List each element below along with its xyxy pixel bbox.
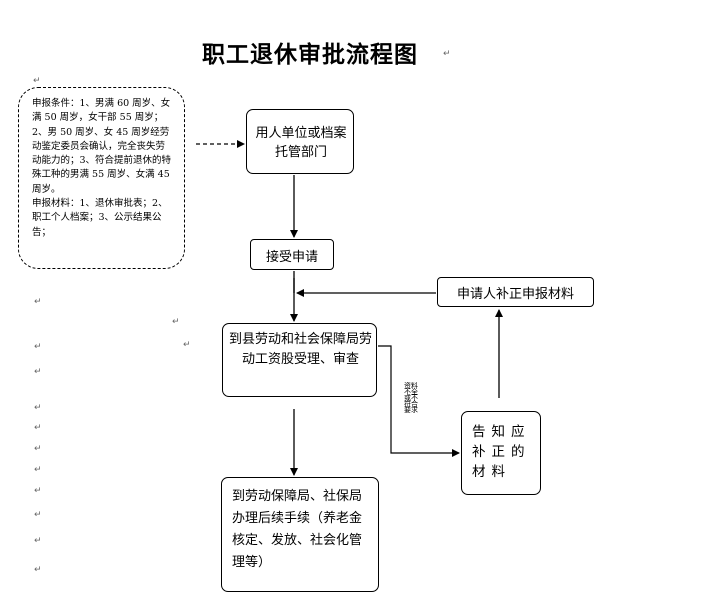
node-resubmit: 申请人补正申报材料 (437, 277, 594, 307)
edge-label-text: 资料不全或不符合要求 (404, 382, 418, 414)
edge-label: 资料不全或不符合要求 (401, 383, 421, 431)
paragraph-mark: ↵ (34, 403, 42, 413)
conditions-text: 申报条件：1、男满 60 周岁、女满 50 周岁，女干部 55 周岁；2、男 5… (32, 98, 172, 238)
node-county-bureau-label: 到县劳动和社会保障局劳动工资股受理、审查 (229, 332, 373, 367)
node-accept-label: 接受申请 (265, 250, 318, 265)
paragraph-mark: ↵ (34, 297, 42, 307)
node-unit-label: 用人单位或档案托管部门 (255, 126, 347, 160)
node-unit: 用人单位或档案托管部门 (246, 109, 354, 174)
paragraph-mark: ↵ (34, 465, 42, 475)
paragraph-mark: ↵ (34, 342, 42, 352)
paragraph-mark: ↵ (34, 536, 42, 546)
conditions-box (18, 87, 185, 269)
node-followup: 到劳动保障局、社保局办理后续手续（养老金核定、发放、社会化管理等） (221, 477, 379, 592)
node-county-bureau: 到县劳动和社会保障局劳动工资股受理、审查 (222, 323, 377, 397)
paragraph-mark: ↵ (34, 367, 42, 377)
paragraph-mark: ↵ (34, 486, 42, 496)
node-resubmit-label: 申请人补正申报材料 (456, 287, 574, 302)
paragraph-mark: ↵ (172, 317, 180, 327)
paragraph-mark: ↵ (34, 423, 42, 433)
node-accept: 接受申请 (250, 239, 334, 270)
node-notify-label: 告知应补正的材料 (472, 424, 531, 480)
arrow-bureau-to-notify (378, 345, 460, 457)
paragraph-mark: ↵ (34, 510, 42, 520)
node-notify: 告知应补正的材料 (461, 411, 541, 495)
paragraph-mark: ↵ (183, 340, 191, 350)
paragraph-mark: ↵ (34, 565, 42, 575)
paragraph-mark: ↵ (443, 49, 451, 59)
node-followup-label: 到劳动保障局、社保局办理后续手续（养老金核定、发放、社会化管理等） (232, 489, 363, 570)
paragraph-mark: ↵ (33, 76, 41, 86)
paragraph-mark: ↵ (34, 444, 42, 454)
page-title: 职工退休审批流程图 (202, 42, 418, 68)
